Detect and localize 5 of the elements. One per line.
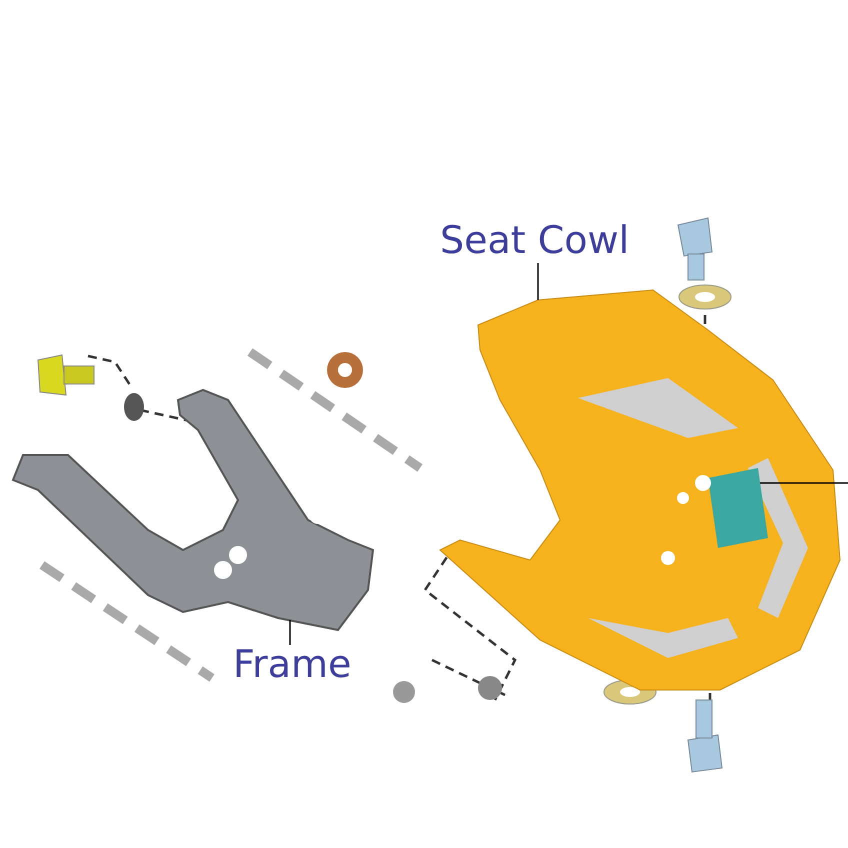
part-name: Seat Cowl <box>440 220 630 262</box>
leader-line <box>289 620 291 645</box>
leader-line <box>760 482 848 484</box>
leader-line <box>537 263 539 300</box>
part-name: Frame <box>233 644 352 686</box>
